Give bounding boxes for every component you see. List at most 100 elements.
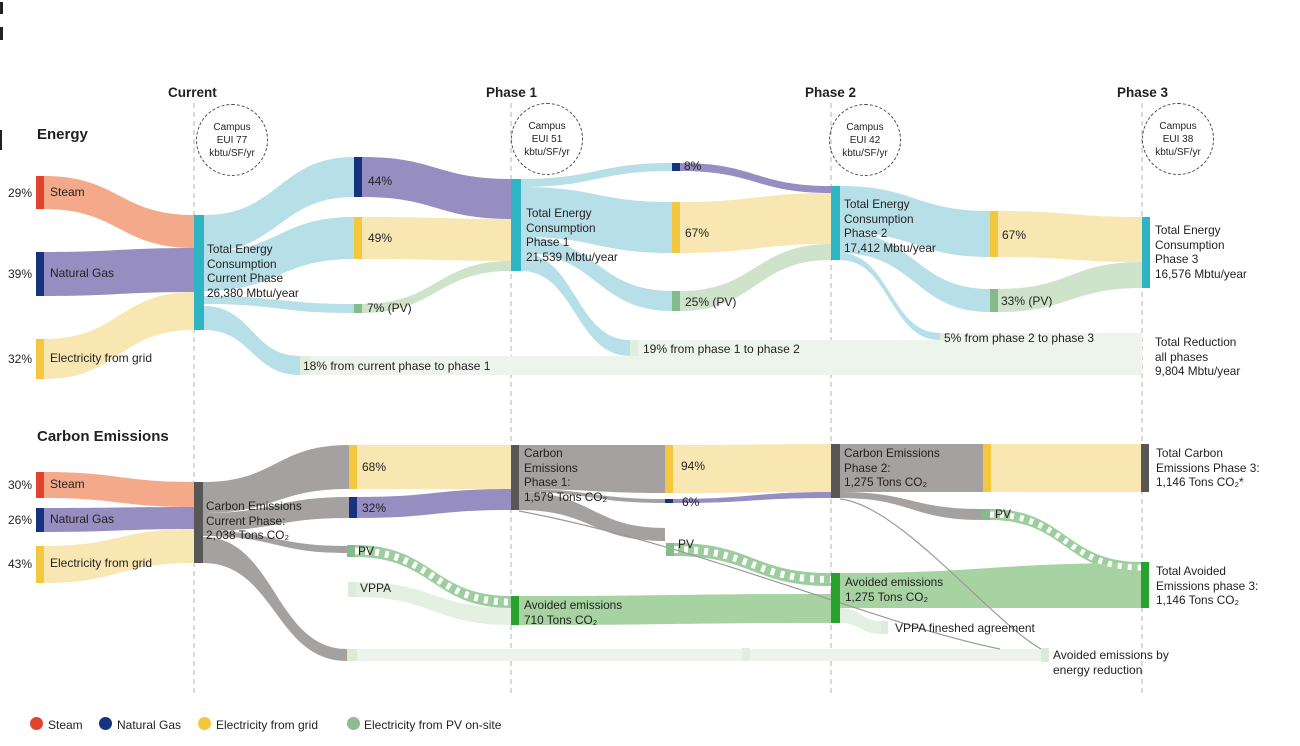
sankey-flow <box>673 444 831 493</box>
phase-header-current: Current <box>168 85 217 100</box>
sankey-flow <box>519 489 665 503</box>
pv-dashed-pattern <box>673 546 832 583</box>
energy-reduction3-label: 5% from phase 2 to phase 3 <box>944 331 1095 345</box>
energy-reduction1-label: 18% from current phase to phase 1 <box>303 359 491 373</box>
legend-dot-natural-gas <box>99 717 112 730</box>
sankey-flow <box>991 444 1141 492</box>
sankey-node <box>831 573 840 623</box>
sankey-node <box>990 211 998 257</box>
sankey-node <box>194 215 204 330</box>
legend-label-natural-gas: Natural Gas <box>117 718 182 732</box>
sankey-flow <box>357 489 511 518</box>
legend-label-grid: Electricity from grid <box>216 718 319 732</box>
sankey-flow <box>521 237 672 311</box>
sankey-flow <box>44 292 194 379</box>
sankey-node <box>630 340 638 356</box>
sankey-node <box>194 482 203 563</box>
sankey-flow <box>204 296 354 313</box>
energy-steam-label: Steam <box>50 185 85 199</box>
sankey-node <box>36 339 44 379</box>
energy-p3-pv-pct: 33% (PV) <box>1001 294 1053 308</box>
sankey-flow <box>362 217 511 261</box>
phase-header-phase2: Phase 2 <box>805 85 857 100</box>
sankey-node <box>1141 562 1149 608</box>
energy-grid-label: Electricity from grid <box>50 351 153 365</box>
carbon-grid-label: Electricity from grid <box>50 556 153 570</box>
carbon-vppa-note: VPPA fineshed agreement <box>895 621 1035 635</box>
sankey-node <box>666 543 674 556</box>
energy-section-heading: Energy <box>37 126 88 143</box>
sankey-node <box>36 508 44 532</box>
thin-reduction-line <box>839 498 1042 650</box>
campus-eui-circle-current: Campus EUI 77 kbtu/SF/yr <box>196 104 268 176</box>
energy-p2-gas-pct: 8% <box>684 159 702 173</box>
sankey-node <box>347 545 355 557</box>
campus-eui-circle-phase3: Campus EUI 38 kbtu/SF/yr <box>1142 103 1214 175</box>
carbon-total-phase2-label: Carbon Emissions Phase 2: 1,275 Tons CO₂ <box>844 446 940 490</box>
edge-artifact <box>0 27 3 40</box>
sankey-flow <box>204 306 300 375</box>
sankey-flow <box>44 176 194 248</box>
carbon-p2-pv-label: PV <box>678 537 695 551</box>
sankey-flow <box>840 186 990 257</box>
sankey-node <box>354 157 362 197</box>
sankey-flow <box>680 193 831 253</box>
edge-artifact <box>0 2 3 14</box>
sankey-flow <box>204 157 354 252</box>
carbon-total-phase3-label: Total Carbon Emissions Phase 3: 1,146 To… <box>1156 446 1260 490</box>
sankey-flow <box>521 187 672 253</box>
energy-p1-pv-pct: 7% (PV) <box>367 301 412 315</box>
sankey-flow <box>203 445 349 513</box>
carbon-p1-vppa-label: VPPA <box>360 581 392 595</box>
sankey-node <box>36 252 44 296</box>
carbon-gas-label: Natural Gas <box>50 512 115 526</box>
carbon-section-heading: Carbon Emissions <box>37 428 169 445</box>
sankey-flow <box>840 563 1141 608</box>
sankey-node <box>300 356 310 375</box>
sankey-node <box>940 333 948 340</box>
carbon-gas-pct: 26% <box>8 513 33 527</box>
sankey-node <box>983 444 991 492</box>
carbon-steam-pct: 30% <box>8 478 33 492</box>
sankey-node <box>881 621 888 634</box>
reduction-band <box>940 333 1142 340</box>
carbon-p1-gas-pct: 32% <box>362 501 387 515</box>
carbon-p3-pv-label: PV <box>995 507 1012 521</box>
energy-steam-pct: 29% <box>8 186 33 200</box>
pv-dashed-pattern <box>989 511 1142 571</box>
sankey-node <box>348 582 356 597</box>
phase-header-phase1: Phase 1 <box>486 85 538 100</box>
legend-dot-steam <box>30 717 43 730</box>
legend-label-steam: Steam <box>48 718 83 732</box>
sankey-node <box>672 291 680 311</box>
thin-reduction-line <box>518 510 1001 650</box>
carbon-p2-gas-pct: 6% <box>682 495 700 509</box>
reduction-band <box>300 356 1142 375</box>
energy-total-reduction-label: Total Reduction all phases 9,804 Mbtu/ye… <box>1155 335 1241 379</box>
sankey-flow <box>840 608 881 634</box>
carbon-avoided-phase2-label: Avoided emissions 1,275 Tons CO₂ <box>845 575 944 604</box>
pv-dashed-pattern <box>354 547 512 606</box>
sankey-flow <box>356 582 511 625</box>
sankey-flow <box>998 211 1142 262</box>
sankey-flow <box>840 232 990 312</box>
sankey-flow <box>519 594 831 625</box>
energy-total-phase2-label: Total Energy Consumption Phase 2 17,412 … <box>844 197 936 256</box>
carbon-p2-grid-pct: 94% <box>681 459 706 473</box>
sankey-node <box>1041 648 1049 662</box>
sankey-flow <box>521 163 672 187</box>
sankey-node <box>831 186 840 260</box>
sankey-node <box>982 509 990 520</box>
energy-p2-pv-pct: 25% (PV) <box>685 295 737 309</box>
sankey-node <box>1142 217 1150 288</box>
sankey-node <box>672 202 680 253</box>
sankey-flow <box>519 445 665 493</box>
sankey-flow <box>203 497 349 531</box>
carbon-grid-pct: 43% <box>8 557 33 571</box>
sankey-flow <box>840 253 940 340</box>
sankey-flow <box>357 445 511 489</box>
carbon-steam-label: Steam <box>50 477 85 491</box>
sankey-node <box>349 445 357 489</box>
sankey-flow <box>204 217 354 291</box>
